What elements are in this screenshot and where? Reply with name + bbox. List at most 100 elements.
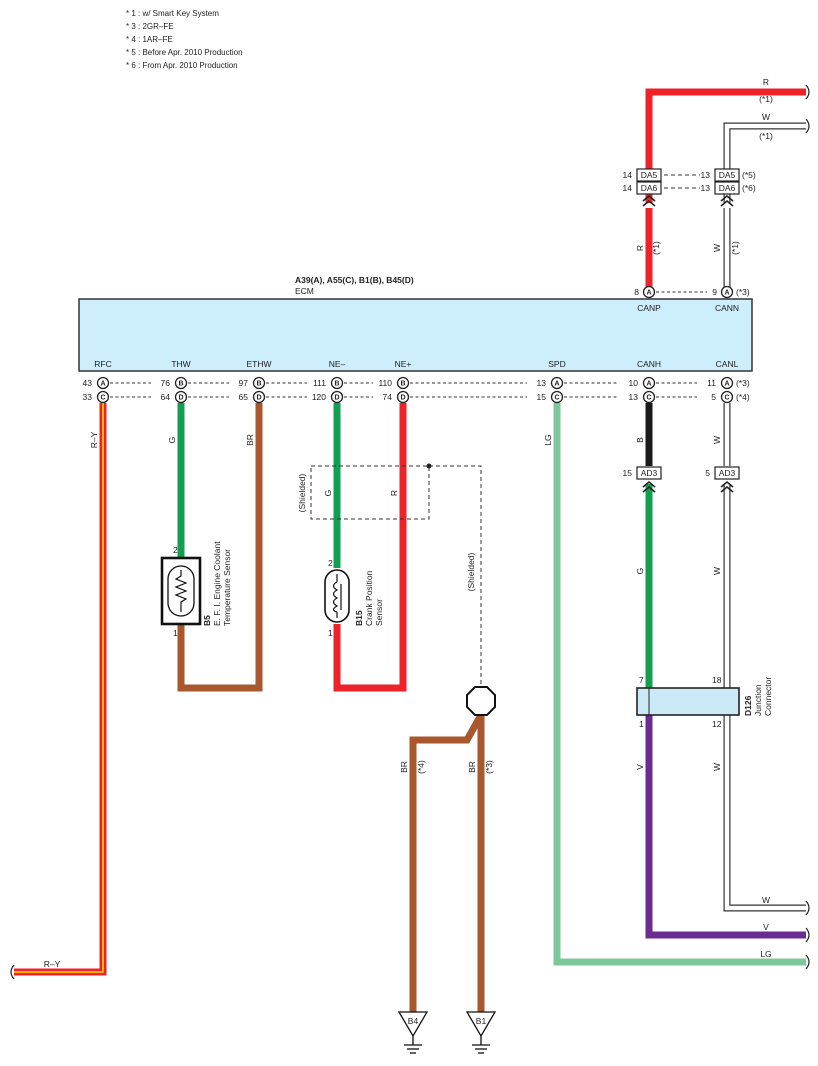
wire-br-b4 (409, 713, 485, 1012)
ecm-pin-number: 64 (161, 392, 171, 402)
wire-tails (10, 84, 810, 980)
ecm-pin-letter: A (646, 381, 651, 388)
b15-line1: Crank Position (364, 570, 374, 626)
ground-b4-label: B4 (408, 1016, 419, 1026)
canp-pin-circle (642, 285, 656, 299)
ecm-name: ECM (295, 286, 314, 296)
shield-line (429, 465, 482, 686)
ecm-pin-letter: A (724, 381, 729, 388)
ecm-pin-number: 33 (83, 392, 93, 402)
da-right-name-2: DA6 (719, 183, 736, 193)
ecm-pin-circle (396, 390, 410, 404)
wire-labels: R (*1) W (*1) R (*1) W (*1) R–Y G BR G R… (44, 77, 773, 969)
canp-letter: A (646, 290, 651, 297)
label-w-cann-note: (*1) (730, 241, 740, 255)
note-4: * 4 : 1AR–FE (126, 35, 173, 44)
ecm-pin-letter: D (400, 395, 405, 402)
sensor-b15: 2 1 B15 Crank Position Sensor (324, 558, 384, 638)
b5-pin-bottom: 1 (173, 628, 178, 638)
tail-w-out (805, 900, 810, 916)
ecm-pin-letter: D (256, 395, 261, 402)
ecm-pin-circle (174, 390, 188, 404)
junction-pin-br: 12 (712, 719, 722, 729)
junction-pin-tr: 18 (712, 675, 722, 685)
ecm-pin-letter: B (400, 381, 405, 388)
wire-rfc (14, 403, 107, 976)
ecm-pin-letter: A (100, 381, 105, 388)
ecm-pin-number: 110 (378, 378, 392, 388)
b15-body (324, 569, 350, 623)
cann-pin-circle (720, 285, 734, 299)
b15-code: B15 (354, 610, 364, 626)
da-left-name-2: DA6 (641, 183, 658, 193)
ecm-pin-number: 13 (537, 378, 547, 388)
ad3-left-name: AD3 (641, 468, 658, 478)
canp-pin: 8 (634, 287, 639, 297)
ad3-chevrons (642, 480, 734, 493)
b5-code: B5 (202, 615, 212, 626)
label-ne-minus: G (323, 490, 333, 497)
junction-line2: Connector (763, 677, 773, 716)
ad3-left-pin: 15 (623, 468, 633, 478)
junction-line1: Junction (753, 684, 763, 716)
ecm-pin-circle (252, 376, 266, 390)
label-ethw: BR (245, 434, 255, 446)
shield-ground-octagon-icon (466, 686, 496, 716)
ecm-pin-number: 76 (161, 378, 171, 388)
ecm-pin-number: 5 (711, 392, 716, 402)
ecm-pin-circle (642, 390, 656, 404)
note-6: * 6 : From Apr. 2010 Production (126, 61, 238, 70)
cann-label: CANN (715, 303, 739, 313)
label-out-w: W (762, 895, 770, 905)
tail-lg-out (805, 954, 810, 970)
ecm-pin-letter: C (646, 395, 651, 402)
ecm-pin-letter: D (178, 395, 183, 402)
junction-d126: 7 18 1 12 D126 Junction Connector (636, 675, 773, 729)
ecm-pin-circle (96, 376, 110, 390)
ecm-pin-circle (720, 390, 734, 404)
ad3-right-pin: 5 (705, 468, 710, 478)
ecm-box (78, 298, 753, 372)
ecm-pin-label: SPD (548, 359, 565, 369)
wire-r-top (645, 88, 806, 203)
label-r-canp: R (635, 245, 645, 251)
ecm-pin-circle (174, 376, 188, 390)
note-5: * 5 : Before Apr. 2010 Production (126, 48, 243, 57)
label-out-v: V (763, 922, 769, 932)
ecm-pin-number: 97 (239, 378, 249, 388)
sensor-b5: 2 1 B5 E. F. I. Engine Coolant Temperatu… (160, 541, 232, 638)
footnotes: * 1 : w/ Smart Key System * 3 : 2GR–FE *… (126, 9, 243, 70)
note-1: * 1 : w/ Smart Key System (126, 9, 219, 18)
ecm-pin-number: 120 (312, 392, 326, 402)
ecm-pin-circle (720, 376, 734, 390)
ecm-pin-number: 74 (383, 392, 393, 402)
ecm-pin-label: THW (171, 359, 190, 369)
b5-thermistor-outline (167, 565, 195, 617)
label-thw: G (167, 437, 177, 444)
da-right-note-2: (*6) (742, 183, 756, 193)
label-out-lg: LG (760, 949, 771, 959)
ad3-right-box (714, 466, 740, 480)
ecm-pin-letter: C (100, 395, 105, 402)
ad3-right-name: AD3 (719, 468, 736, 478)
label-canl-upper: W (712, 436, 722, 444)
ground-b1: B1 (465, 1011, 497, 1054)
ecm-pin-circle (330, 390, 344, 404)
ecm-pin-circle (252, 390, 266, 404)
label-canl-lower: W (712, 763, 722, 771)
ground-b1-label: B1 (476, 1016, 487, 1026)
junction-pin-bl: 1 (639, 719, 644, 729)
ecm-pin-circle (96, 390, 110, 404)
label-r-top: R (763, 77, 769, 87)
canp-label: CANP (637, 303, 661, 313)
label-w-cann: W (712, 244, 722, 252)
b5-line2: Temperature Sensor (222, 549, 232, 626)
wire-canl-lower (723, 715, 806, 912)
ecm-pin-number: 10 (629, 378, 639, 388)
note-3: * 3 : 2GR–FE (126, 22, 174, 31)
da-connectors: 14 DA5 14 DA6 13 DA5 (*5) 13 DA6 (*6) (623, 168, 756, 207)
da-chevrons (642, 194, 734, 207)
ecm-pin-letter: B (334, 381, 339, 388)
ground-b1-icon (472, 1036, 490, 1054)
